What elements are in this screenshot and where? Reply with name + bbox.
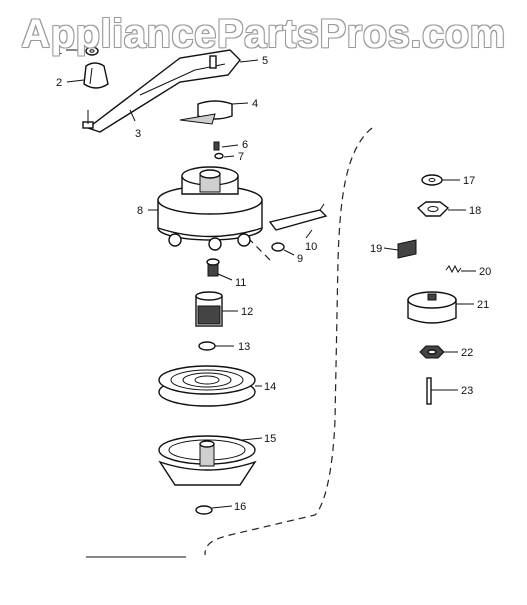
callout-20: 20 — [479, 266, 491, 278]
dashed-boundary — [204, 127, 373, 556]
part-14-spring — [158, 365, 256, 407]
callout-12: 12 — [241, 306, 253, 318]
callout-17: 17 — [463, 175, 475, 187]
callout-2: 2 — [56, 77, 62, 89]
callout-3: 3 — [135, 128, 141, 140]
part-16-washer — [195, 505, 213, 515]
callout-9: 9 — [297, 253, 303, 265]
callout-23: 23 — [461, 385, 473, 397]
part-13-washer — [198, 341, 216, 351]
callout-8: 8 — [137, 205, 143, 217]
part-3-lever-arm — [82, 49, 241, 133]
part-1-washer — [85, 46, 99, 56]
callout-22: 22 — [461, 347, 473, 359]
callout-18: 18 — [469, 205, 481, 217]
callout-14: 14 — [264, 381, 276, 393]
callout-6: 6 — [242, 139, 248, 151]
part-8-housing — [157, 166, 263, 251]
part-7-washer — [214, 152, 224, 160]
part-18-nut — [416, 201, 450, 217]
callout-leaders — [66, 49, 476, 509]
part-23-pin — [426, 377, 432, 405]
part-10-bracket — [268, 203, 328, 231]
part-19-plate — [397, 239, 417, 259]
callout-1: 1 — [56, 45, 62, 57]
callout-13: 13 — [238, 341, 250, 353]
part-6-screw — [213, 141, 220, 151]
dashed-leader-9 — [247, 237, 273, 263]
part-20-spring — [445, 264, 462, 274]
callout-5: 5 — [262, 55, 268, 67]
part-11-pin — [206, 258, 220, 277]
callout-7: 7 — [238, 151, 244, 163]
callout-4: 4 — [252, 98, 258, 110]
part-2-knob — [83, 62, 109, 89]
part-12-gear — [195, 291, 223, 327]
part-9-screw — [271, 242, 285, 252]
callout-11: 11 — [235, 277, 246, 289]
part-22-nut — [419, 345, 445, 359]
callout-15: 15 — [264, 433, 276, 445]
callout-10: 10 — [305, 241, 317, 253]
callout-21: 21 — [477, 299, 489, 311]
part-21-cup — [407, 291, 457, 324]
part-17-washer — [421, 174, 443, 186]
part-15-pulley — [158, 435, 257, 486]
callout-19: 19 — [370, 243, 382, 255]
callout-16: 16 — [234, 501, 246, 513]
part-4-clip — [179, 100, 233, 125]
watermark: AppliancePartsPros.com — [21, 12, 506, 56]
